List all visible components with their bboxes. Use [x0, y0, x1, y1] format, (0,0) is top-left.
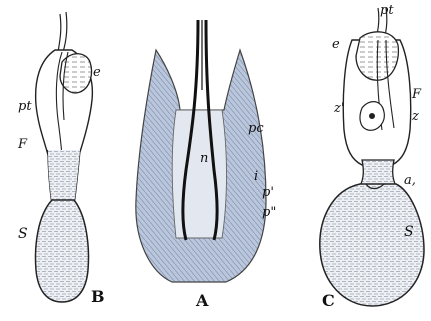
- figure-a-label-n: n: [200, 151, 208, 166]
- figure-c-lower-sac: [320, 184, 424, 306]
- figure-b-lower-sac: [36, 200, 89, 302]
- figure-b-label-e: e: [93, 65, 101, 80]
- figure-a-label-pc: pc: [248, 121, 264, 136]
- figure-b-label-f: F: [17, 137, 28, 152]
- figure-c-label-s: S: [404, 224, 414, 240]
- figure-c-zygote-nucleus: [369, 113, 375, 119]
- figure-b: e pt F S B: [17, 12, 105, 306]
- figure-a-caption: A: [195, 291, 209, 310]
- figure-b-label-s: S: [18, 226, 28, 242]
- figure-a-label-p2: p": [262, 205, 276, 220]
- figure-c-caption: C: [322, 291, 335, 310]
- figure-a-label-i: i: [254, 169, 258, 184]
- figure-c-label-f: F: [411, 87, 422, 102]
- figure-a-label-p1: p': [262, 185, 274, 200]
- figure-a: pc n i p' p" A: [136, 20, 276, 310]
- figure-c-label-z: z: [411, 109, 419, 124]
- figure-c-label-a: a,: [404, 173, 416, 188]
- figure-c-label-e: e: [332, 37, 340, 52]
- figure-b-label-pt: pt: [18, 99, 32, 114]
- figure-c: pt e F z' z a, S C: [320, 3, 424, 310]
- figure-c-neck: [360, 160, 396, 186]
- figure-c-label-z1: z': [333, 101, 344, 116]
- figure-b-caption: B: [91, 287, 105, 306]
- figure-c-label-pt: pt: [380, 3, 394, 18]
- figure-b-stalk: [58, 12, 67, 52]
